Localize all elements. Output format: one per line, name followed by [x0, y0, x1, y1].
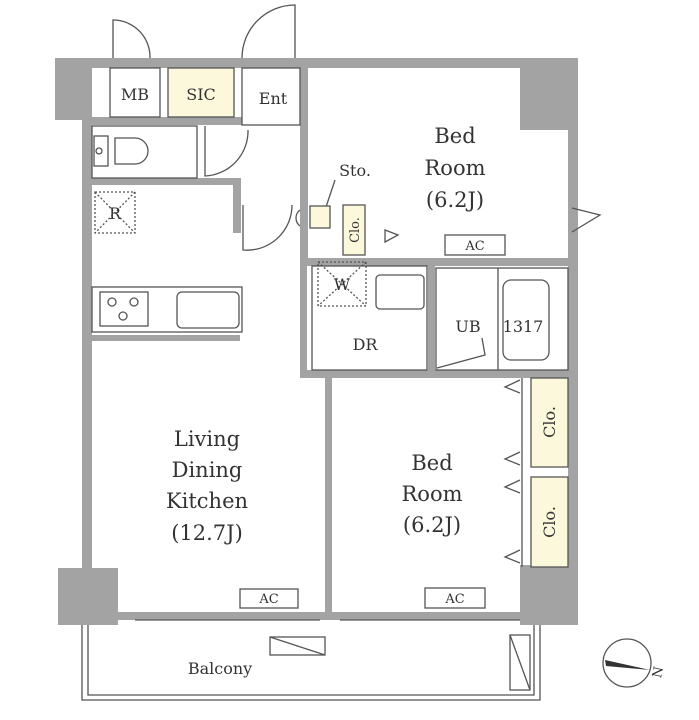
clo-label-small: Clo. [348, 217, 363, 243]
ub-label: UB [455, 317, 480, 336]
kitchen-counter [91, 286, 243, 333]
ac-label-top: AC [464, 239, 484, 254]
bedroom-top-line1: Bed [434, 124, 475, 148]
refrigerator-space [94, 191, 136, 234]
toilet-room [91, 125, 198, 179]
bedroom-bottom-line1: Bed [411, 451, 452, 475]
balcony-label: Balcony [188, 659, 252, 678]
compass-icon [602, 638, 652, 688]
ldk-door[interactable] [242, 204, 293, 251]
ldk-line4: (12.7J) [171, 521, 243, 545]
washbasin-icon [375, 274, 425, 310]
balcony [81, 625, 541, 701]
entrance [241, 67, 301, 126]
mb-door[interactable] [112, 19, 151, 59]
mb-closet [109, 67, 161, 118]
storage-door[interactable] [295, 209, 301, 227]
ac-unit-top [444, 234, 506, 256]
sic-label: SIC [186, 85, 216, 104]
bathtub-icon [502, 279, 550, 361]
ldk-line3: Kitchen [166, 489, 248, 513]
dr-label: DR [353, 335, 379, 354]
compass-north-label: N [650, 665, 667, 679]
clo-label-2: Clo. [540, 506, 559, 538]
bedroom-top-line3: (6.2J) [426, 188, 484, 212]
ldk-line1: Living [174, 427, 240, 451]
bedroom-top-line2: Room [424, 156, 485, 180]
entrance-door[interactable] [241, 4, 296, 59]
ent-label: Ent [259, 89, 288, 108]
walls [55, 58, 578, 625]
ac-label-ldk: AC [258, 592, 278, 607]
stove-icon [99, 291, 149, 327]
ac-unit-bottom [424, 587, 486, 609]
washer-label: W [334, 275, 351, 294]
bedroom-bottom-line3: (6.2J) [403, 513, 461, 537]
bath-size-label: 1317 [503, 317, 544, 336]
sic-closet [167, 67, 235, 118]
ldk-line2: Dining [172, 458, 243, 482]
bath-door[interactable] [436, 337, 486, 369]
unit-bath [435, 267, 569, 371]
closet-2 [530, 476, 569, 568]
refrigerator-label: R [109, 204, 122, 223]
sink-icon [176, 291, 240, 329]
mb-label: MB [121, 85, 149, 104]
bedroom-bottom-line2: Room [401, 482, 462, 506]
washer-space [317, 261, 367, 307]
clo-label-1: Clo. [540, 406, 559, 438]
ac-unit-ldk [239, 588, 299, 609]
toilet-door[interactable] [204, 126, 249, 177]
sto-label: Sto. [339, 161, 371, 180]
closet-small [342, 204, 366, 256]
closet-1 [530, 377, 569, 468]
ac-label-bottom: AC [444, 592, 464, 607]
storage [309, 205, 331, 229]
window-door-icon [571, 207, 602, 233]
